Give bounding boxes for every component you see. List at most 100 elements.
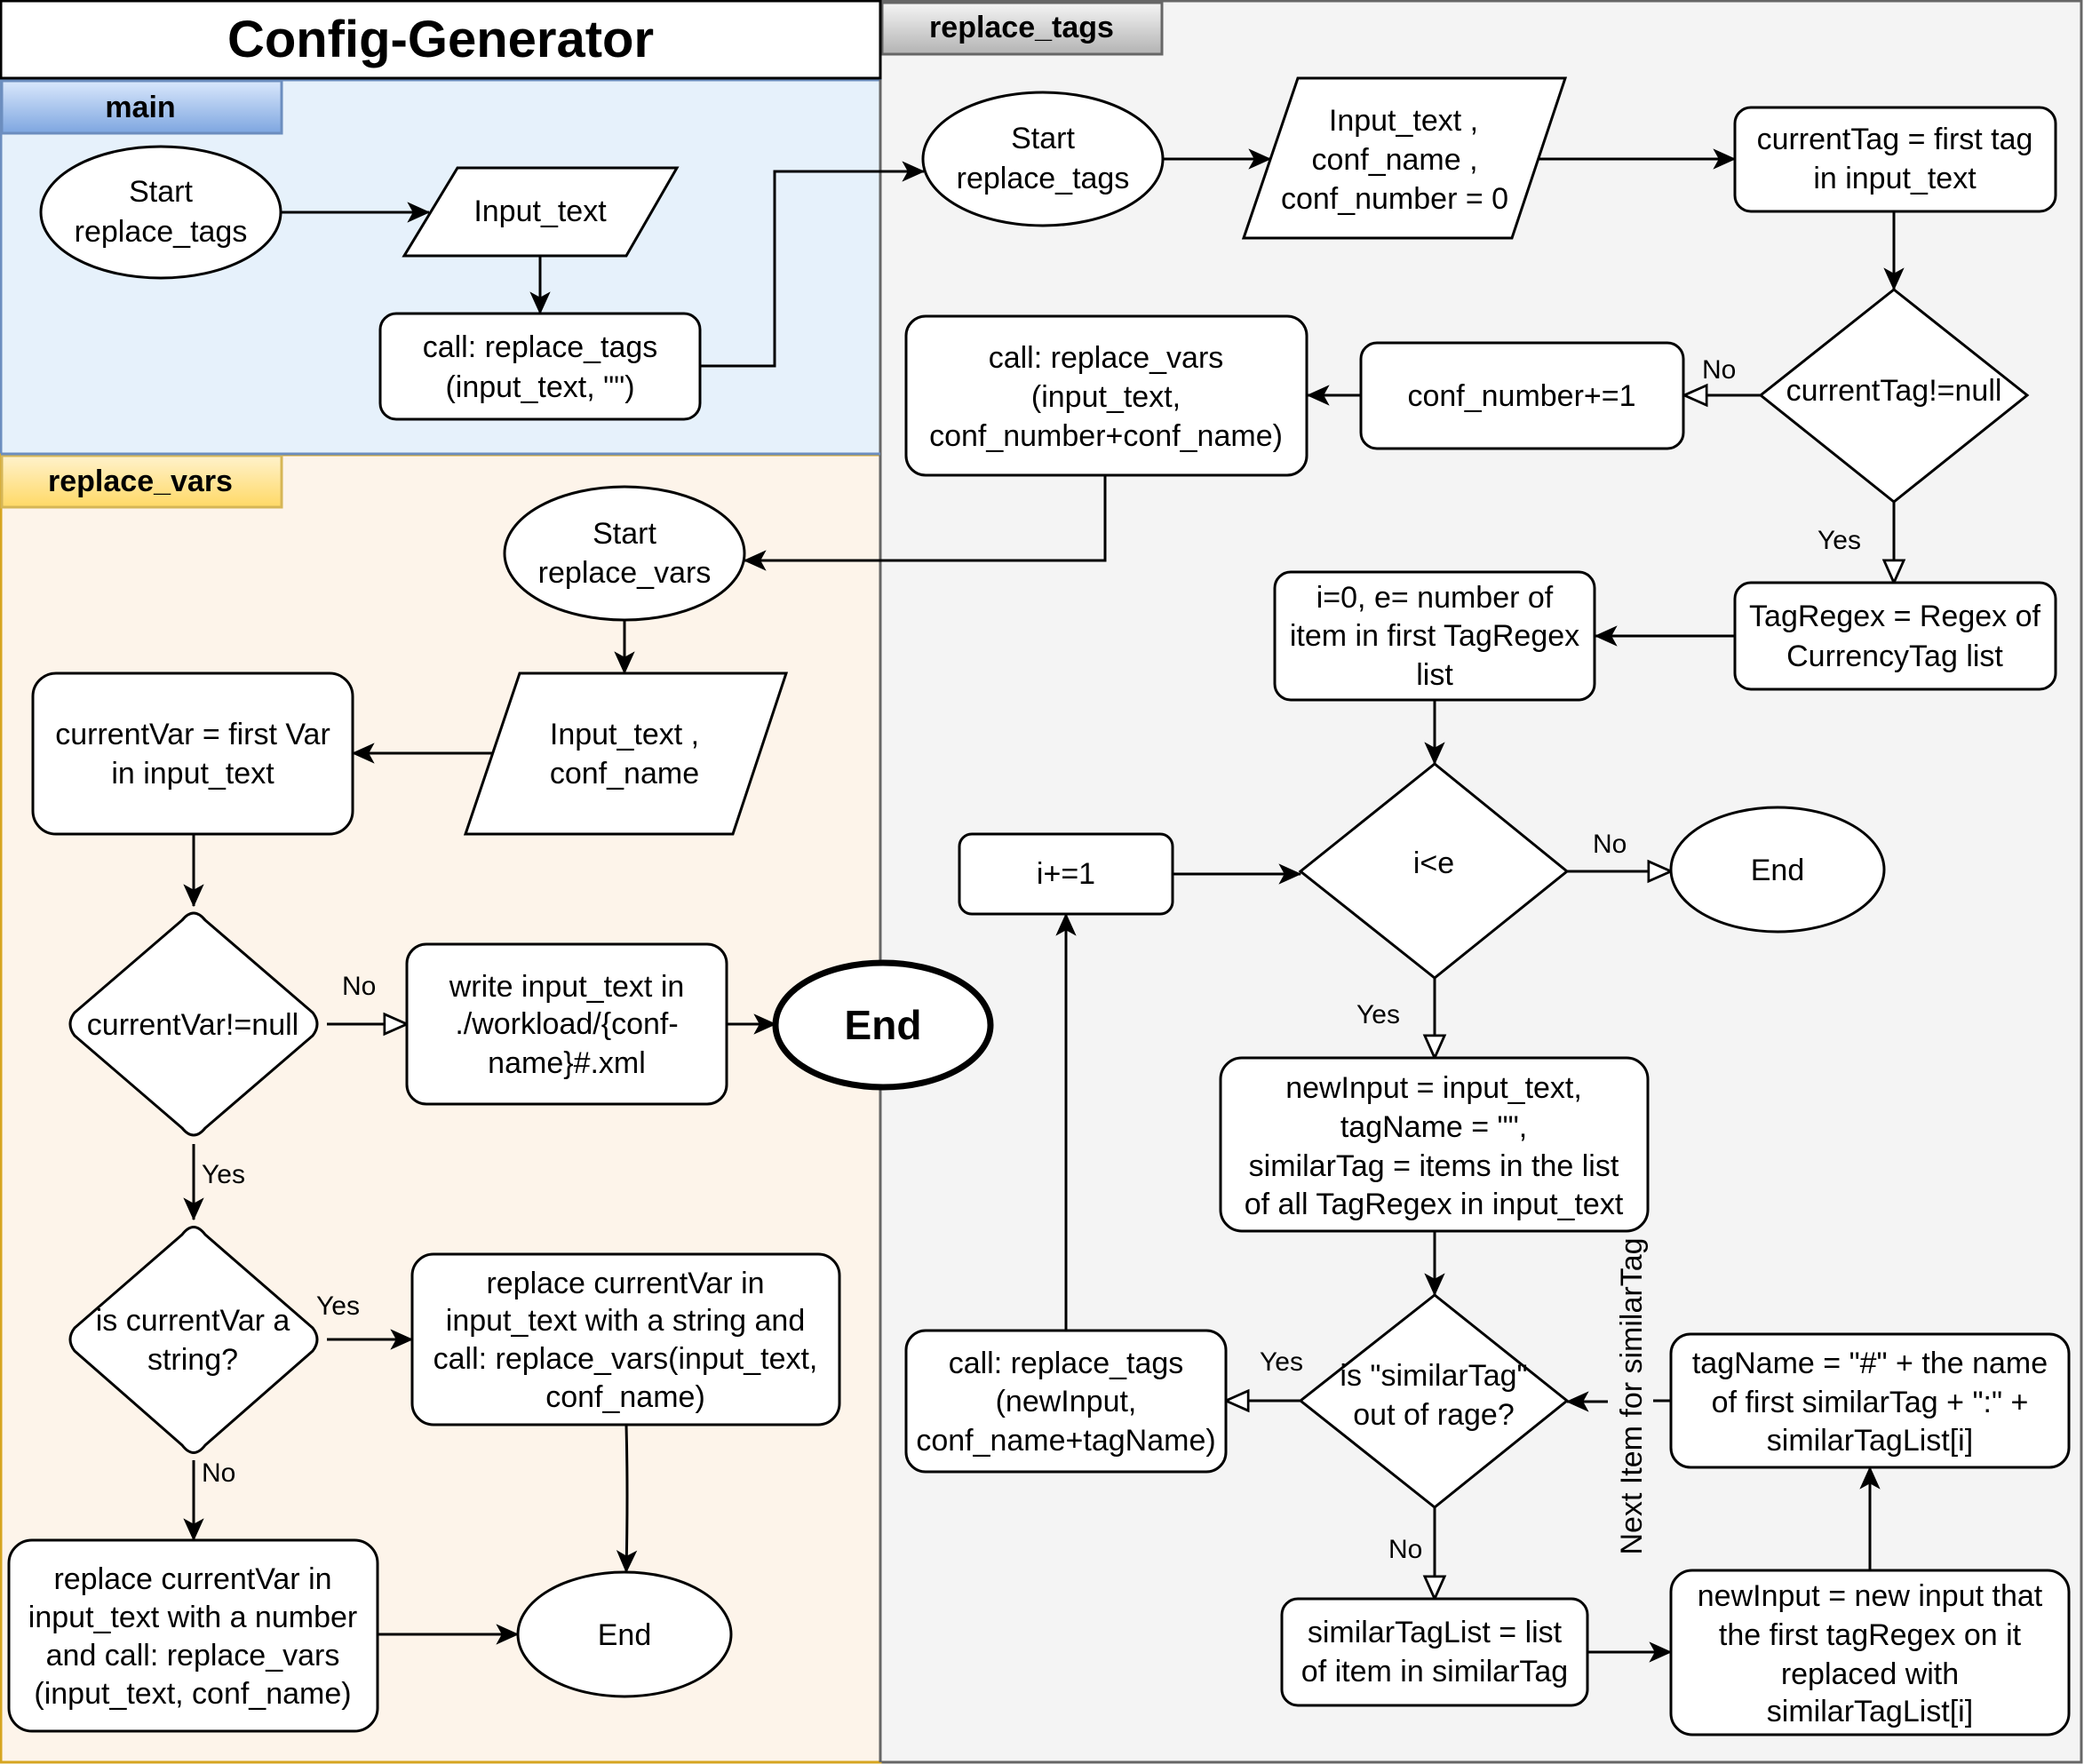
svg-text:list: list — [1416, 658, 1453, 692]
svg-text:conf_name): conf_name) — [545, 1380, 705, 1414]
svg-text:newInput = new input that: newInput = new input that — [1698, 1579, 2043, 1613]
svg-text:of item in similarTag: of item in similarTag — [1301, 1655, 1568, 1689]
svg-text:replace currentVar in: replace currentVar in — [486, 1267, 764, 1300]
main-input-node[interactable]: Input_text — [402, 166, 680, 258]
svg-text:Start: Start — [593, 517, 656, 551]
tags-start-node[interactable]: Start replace_tags — [921, 91, 1165, 227]
svg-text:newInput = input_text,: newInput = input_text, — [1285, 1071, 1582, 1105]
current-var-decision[interactable]: currentVar!=null — [68, 911, 319, 1137]
svg-text:item in first TagRegex: item in first TagRegex — [1290, 619, 1579, 653]
edge-replace-string-to-end — [616, 1424, 638, 1574]
lane-header-replace-tags — [880, 1, 1164, 56]
svg-text:End: End — [1751, 854, 1805, 887]
similar-tag-list-node[interactable]: similarTagList = list of item in similar… — [1280, 1597, 1589, 1707]
svg-text:(input_text, ""): (input_text, "") — [445, 370, 634, 404]
svg-text:out of rage?: out of rage? — [1353, 1398, 1514, 1432]
edge-call-vars-to-replace-vars — [743, 475, 1107, 571]
svg-text:similarTag = items in the list: similarTag = items in the list — [1249, 1149, 1619, 1183]
conf-number-increment-node[interactable]: conf_number+=1 — [1359, 341, 1685, 450]
svg-text:write input_text in: write input_text in — [449, 970, 685, 1004]
svg-text:similarTagList[i]: similarTagList[i] — [1767, 1424, 1973, 1458]
edge-label-yes: Yes — [1818, 526, 1861, 555]
svg-text:call: replace_tags: call: replace_tags — [423, 330, 658, 364]
diagram-title: Config-Generator — [227, 11, 654, 68]
edge-label-no: No — [342, 972, 376, 1001]
svg-text:currentTag = first tag: currentTag = first tag — [1757, 123, 2033, 156]
svg-text:of all TagRegex in input_text: of all TagRegex in input_text — [1245, 1188, 1624, 1221]
svg-text:End: End — [845, 1002, 922, 1048]
svg-text:tagName = "#" + the name: tagName = "#" + the name — [1692, 1347, 2048, 1380]
vars-start-node[interactable]: Start replace_vars — [503, 485, 746, 622]
main-call-replace-tags-node[interactable]: call: replace_tags (input_text, "") — [378, 312, 702, 421]
out-of-range-decision[interactable]: is "similarTag" out of rage? — [1298, 1293, 1570, 1509]
init-loop-node[interactable]: i=0, e= number of item in first TagRegex… — [1273, 570, 1596, 702]
vars-end-node[interactable]: End — [516, 1570, 733, 1698]
svg-text:CurrencyTag list: CurrencyTag list — [1786, 640, 2003, 673]
replace-number-node[interactable]: replace currentVar in input_text with a … — [7, 1538, 379, 1733]
svg-text:of first similarTag + ":" +: of first similarTag + ":" + — [1712, 1386, 2029, 1419]
svg-text:in input_text: in input_text — [111, 757, 274, 791]
call-replace-vars-node[interactable]: call: replace_vars (input_text, conf_num… — [904, 314, 1308, 477]
edge-label-no: No — [1702, 355, 1736, 385]
svg-text:conf_name: conf_name — [550, 757, 699, 791]
svg-text:call: replace_vars: call: replace_vars — [989, 341, 1224, 375]
edge-label-no: No — [202, 1458, 235, 1488]
svg-text:currentTag!=null: currentTag!=null — [1786, 374, 2002, 408]
svg-text:is "similarTag": is "similarTag" — [1340, 1359, 1527, 1393]
edge-label-yes: Yes — [1260, 1347, 1303, 1377]
svg-text:TagRegex = Regex of: TagRegex = Regex of — [1749, 600, 2040, 633]
svg-text:currentVar = first Var: currentVar = first Var — [55, 718, 330, 751]
svg-text:conf_name ,: conf_name , — [1311, 143, 1477, 177]
increment-i-node[interactable]: i+=1 — [958, 832, 1174, 916]
write-output-node[interactable]: write input_text in ./workload/{conf- na… — [405, 942, 728, 1106]
svg-text:is currentVar a: is currentVar a — [96, 1304, 290, 1338]
svg-text:tagName = "",: tagName = "", — [1340, 1110, 1527, 1144]
current-var-node[interactable]: currentVar = first Var in input_text — [31, 671, 354, 836]
lane-header-main — [0, 79, 283, 135]
svg-text:input_text with a string and: input_text with a string and — [446, 1304, 805, 1338]
lane-title-replace-tags: replace_tags — [929, 11, 1114, 44]
edge-label-yes: Yes — [316, 1291, 360, 1321]
tags-input-node[interactable]: Input_text , conf_name , conf_number = 0 — [1241, 76, 1568, 240]
svg-text:string?: string? — [147, 1343, 238, 1377]
svg-text:i+=1: i+=1 — [1037, 857, 1095, 891]
tags-end-node[interactable]: End — [1669, 806, 1886, 934]
svg-text:conf_name+tagName): conf_name+tagName) — [916, 1424, 1215, 1458]
svg-text:./workload/{conf-: ./workload/{conf- — [455, 1007, 678, 1041]
vars-input-node[interactable]: Input_text , conf_name — [463, 671, 789, 836]
edges — [183, 148, 1894, 1663]
call-replace-tags-recursive-node[interactable]: call: replace_tags (newInput, conf_name+… — [904, 1329, 1228, 1474]
svg-text:Input_text ,: Input_text , — [1329, 104, 1478, 138]
edge-label-no: No — [1388, 1535, 1422, 1564]
svg-text:Input_text: Input_text — [473, 195, 607, 228]
svg-text:similarTagList[i]: similarTagList[i] — [1767, 1695, 1973, 1728]
edge-main-call-to-replace-tags — [700, 161, 926, 368]
svg-text:Input_text ,: Input_text , — [550, 718, 699, 751]
vars-end-final-node[interactable]: End — [772, 959, 994, 1091]
svg-text:in input_text: in input_text — [1813, 162, 1977, 195]
current-tag-node[interactable]: currentTag = first tag in input_text — [1733, 106, 2057, 213]
svg-text:replace currentVar in: replace currentVar in — [53, 1562, 331, 1596]
svg-text:(input_text, conf_name): (input_text, conf_name) — [34, 1677, 351, 1711]
current-tag-decision[interactable]: currentTag!=null — [1758, 288, 2030, 504]
edge-label-yes: Yes — [1356, 1000, 1400, 1029]
svg-text:(newInput,: (newInput, — [996, 1385, 1137, 1418]
main-start-node[interactable]: Start replace_tags — [39, 145, 282, 280]
is-string-decision[interactable]: is currentVar a string? — [68, 1226, 319, 1454]
svg-text:conf_number = 0: conf_number = 0 — [1281, 182, 1508, 216]
diagram-title-box: Config-Generator — [0, 0, 882, 80]
svg-text:Start: Start — [129, 175, 193, 209]
svg-text:and call: replace_vars: and call: replace_vars — [46, 1639, 340, 1673]
tag-name-node[interactable]: tagName = "#" + the name of first simila… — [1669, 1332, 2071, 1469]
edge-label-yes: Yes — [202, 1160, 245, 1189]
tag-regex-node[interactable]: TagRegex = Regex of CurrencyTag list — [1733, 581, 2057, 691]
svg-text:(input_text,: (input_text, — [1031, 380, 1181, 414]
replace-string-node[interactable]: replace currentVar in input_text with a … — [410, 1252, 841, 1426]
lane-header-replace-vars — [0, 454, 283, 509]
loop-decision[interactable]: i<e — [1298, 762, 1570, 980]
new-input-replaced-node[interactable]: newInput = new input that the first tagR… — [1669, 1569, 2071, 1736]
new-input-node[interactable]: newInput = input_text, tagName = "", sim… — [1219, 1056, 1650, 1233]
svg-text:replace_tags: replace_tags — [957, 162, 1130, 195]
svg-text:replaced with: replaced with — [1781, 1657, 1959, 1691]
